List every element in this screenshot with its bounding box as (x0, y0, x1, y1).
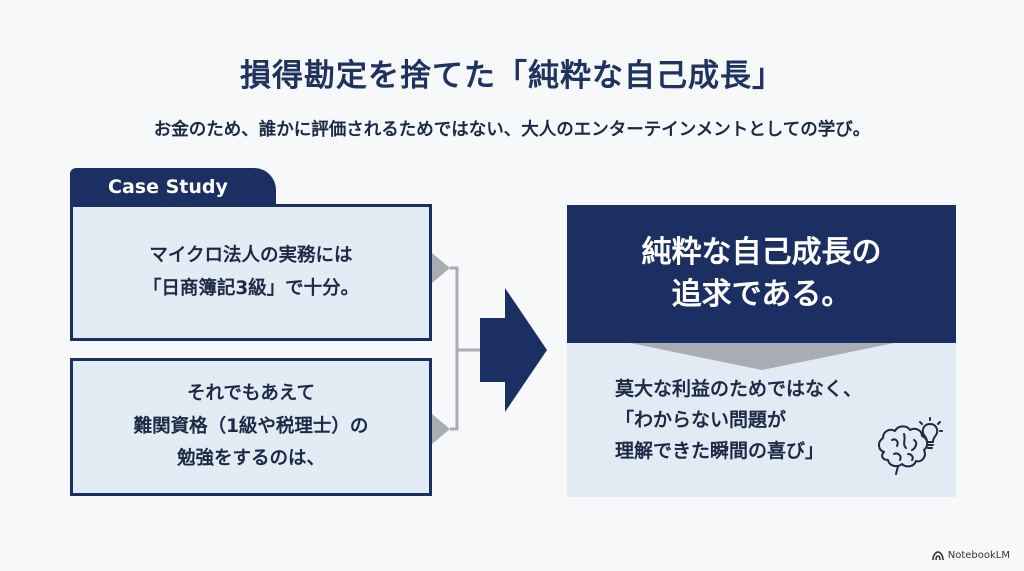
result-heading: 純粋な自己成長の 追求である。 (567, 205, 956, 343)
case-box-2-line: 難関資格（1級や税理士）の (133, 415, 369, 437)
brain-lightbulb-icon (878, 417, 943, 475)
result-body-line: 「わからない問題が (615, 408, 787, 431)
result-heading-line: 純粋な自己成長の (641, 235, 882, 270)
watermark-text: NotebookLM (947, 550, 1010, 561)
page-title: 損得勘定を捨てた「純粋な自己成長」 (240, 58, 784, 94)
case-box-2-line: 勉強をするのは、 (176, 448, 325, 470)
result-body-text: 莫大な利益のためではなく、 「わからない問題が 理解できた瞬間の喜び」 (615, 374, 905, 466)
case-box-2-line: それでもあえて (186, 383, 316, 405)
case-box-1: マイクロ法人の実務には 「日商簿記3級」で十分。 (70, 204, 432, 341)
connector-triangle-bottom (432, 414, 450, 444)
page-subtitle: お金のため、誰かに評価されるためではない、大人のエンターテインメントとしての学び… (153, 120, 871, 140)
case-box-1-line: マイクロ法人の実務には (149, 245, 353, 267)
case-study-tab: Case Study (70, 168, 276, 206)
result-heading-line: 追求である。 (671, 277, 852, 312)
watermark: NotebookLM (931, 550, 1010, 561)
case-box-2: それでもあえて 難関資格（1級や税理士）の 勉強をするのは、 (70, 358, 432, 496)
result-body-line: 理解できた瞬間の喜び」 (615, 439, 825, 462)
notebooklm-logo-icon (931, 550, 944, 560)
right-arrow-icon (480, 288, 547, 412)
connector-triangle-top (432, 253, 450, 283)
result-body-line: 莫大な利益のためではなく、 (615, 378, 863, 400)
case-box-1-line: 「日商簿記3級」で十分。 (142, 277, 360, 299)
